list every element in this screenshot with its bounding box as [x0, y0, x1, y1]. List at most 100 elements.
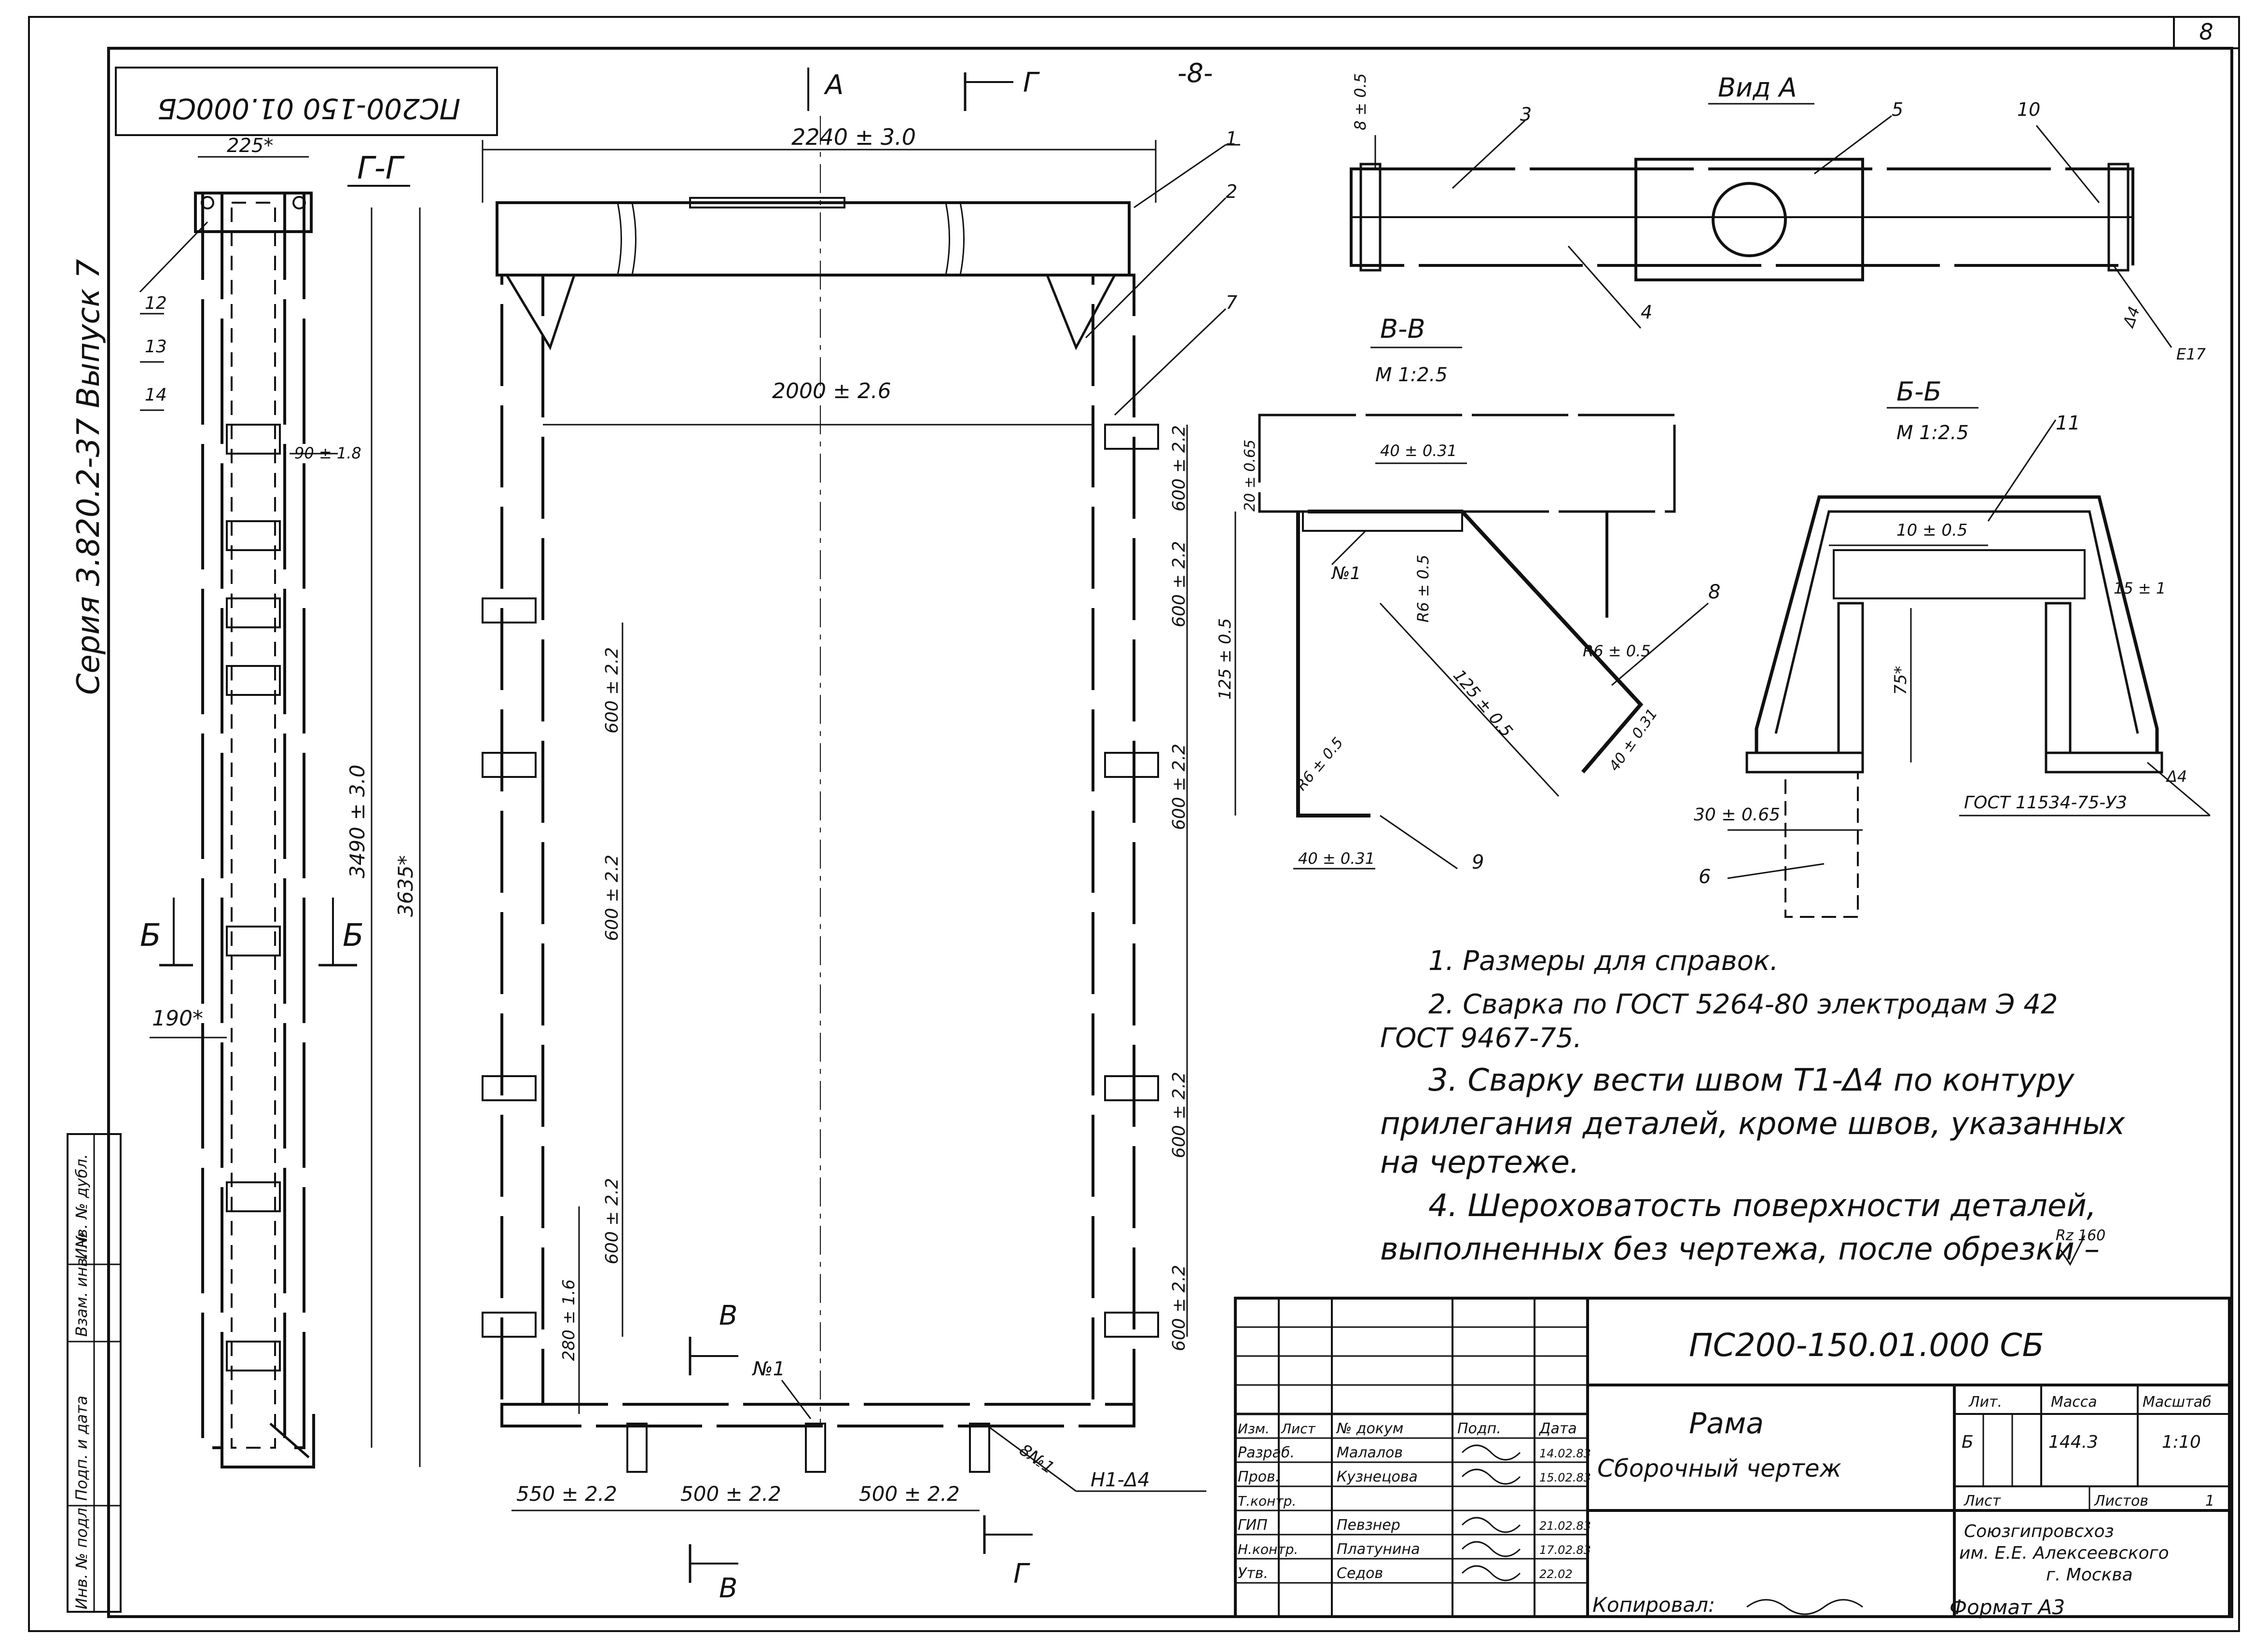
tb-name-gip: Певзнер	[1337, 1517, 1400, 1534]
vv-dim-40-bottom: 40 ± 0.31	[1298, 849, 1375, 868]
note-4b: выполненных без чертежа, после обрезки –	[1380, 1232, 2100, 1267]
callout-2: 2	[1226, 181, 1237, 202]
code-box	[115, 67, 498, 136]
view-marker-g-top: Г	[1023, 67, 1040, 98]
tb-date-gip: 21.02.83	[1539, 1519, 1591, 1533]
tb-col-podp: Подп.	[1457, 1420, 1501, 1437]
tb-col-izm: Изм.	[1238, 1421, 1270, 1437]
left-view-title: Г-Г	[357, 151, 405, 186]
right-dim-4: 600 ± 2.2	[1169, 1072, 1189, 1158]
bottom-dim-3: 500 ± 2.2	[859, 1482, 960, 1506]
tb-col-data: Дата	[1538, 1420, 1577, 1437]
tb-col-list: Лист	[1281, 1421, 1316, 1437]
view-a-callout-4: 4	[1641, 302, 1652, 323]
note-3: 3. Сварку вести швом Т1-Δ4 по контуру	[1428, 1063, 2075, 1098]
tb-role-prov: Пров.	[1238, 1468, 1280, 1485]
tb-role-gip: ГИП	[1238, 1517, 1268, 1534]
tb-sheet-label: Лист	[1964, 1493, 2002, 1510]
stamp-vzam-inv: Взам. инв. №	[72, 1232, 91, 1337]
bb-callout-11: 11	[2056, 412, 2080, 434]
vv-callout-8: 8	[1708, 581, 1720, 603]
dim-225: 225*	[227, 135, 273, 157]
left-view: Г-Г 225* 3490 ± 3.0 3635* 90 ± 1.8 190*	[139, 135, 421, 1468]
left-dim-1: 600 ± 2.2	[602, 647, 622, 734]
stamp-podp-data: Подп. и дата	[72, 1396, 91, 1501]
footer-copied: Копировал:	[1592, 1593, 1715, 1617]
tb-name: Рама	[1689, 1407, 1764, 1440]
note-2: 2. Сварка по ГОСТ 5264-80 электродам Э 4…	[1428, 989, 2058, 1020]
right-dim-5: 600 ± 2.2	[1169, 1265, 1189, 1351]
dim-3490: 3490 ± 3.0	[346, 764, 369, 878]
vv-callout-9: 9	[1472, 851, 1484, 873]
tb-name-utv: Седов	[1337, 1565, 1383, 1582]
dim-3635: 3635*	[394, 855, 417, 917]
footer-format: Формат А3	[1950, 1595, 2065, 1619]
section-vv-title: В-В	[1380, 314, 1425, 344]
view-a-dim-8: 8 ± 0.5	[1351, 73, 1369, 130]
section-bb-title: Б-Б	[1896, 376, 1942, 407]
right-dim-3: 600 ± 2.2	[1169, 744, 1189, 830]
bb-callout-6: 6	[1699, 866, 1711, 888]
tb-subtitle: Сборочный чертеж	[1597, 1454, 1841, 1482]
section-mark-b-left: Б	[140, 918, 161, 954]
tb-role-utv: Утв.	[1238, 1565, 1268, 1582]
dim-2240: 2240 ± 3.0	[791, 124, 916, 150]
vv-dim-125-diag: 125 ± 0.5	[1449, 666, 1516, 741]
section-vv: В-В М 1:2.5 40 ± 0.31 20 ± 0.65 125 ± 0.…	[1216, 314, 1720, 873]
callout-13: 13	[145, 337, 167, 357]
note-4: 4. Шероховатость поверхности деталей,	[1428, 1188, 2096, 1224]
tb-date-nkontr: 17.02.83	[1539, 1543, 1591, 1557]
view-marker-v-bottom: В	[719, 1573, 737, 1604]
tb-org-2: им. Е.Е. Алексеевского	[1959, 1543, 2169, 1563]
bb-dim-15: 15 ± 1	[2114, 579, 2166, 597]
frame-view: А Г 2240 ± 3.0	[482, 67, 1240, 1604]
bb-weld: Δ4	[2165, 767, 2187, 786]
view-a-callout-10: 10	[2017, 99, 2040, 120]
bottom-dim-2: 500 ± 2.2	[680, 1482, 781, 1506]
view-a-callout-5: 5	[1892, 99, 1903, 120]
tb-col-dokum: № докум	[1336, 1420, 1403, 1437]
vv-dim-r6-b: R6 ± 0.5	[1583, 642, 1651, 660]
view-marker-g-bottom: Г	[1013, 1558, 1030, 1590]
vv-dim-r6-a: R6 ± 0.5	[1414, 554, 1432, 623]
note-2b: ГОСТ 9467-75.	[1380, 1023, 1582, 1054]
vv-dim-125-left: 125 ± 0.5	[1216, 618, 1235, 700]
tb-mass-value: 144.3	[2048, 1432, 2098, 1452]
view-a-callout-3: 3	[1520, 104, 1532, 125]
vv-dim-40-diag: 40 ± 0.31	[1606, 706, 1661, 774]
view-marker-v-top: В	[719, 1300, 737, 1331]
note-1: 1. Размеры для справок.	[1428, 945, 1779, 977]
tb-name-nkontr: Платунина	[1337, 1541, 1420, 1558]
section-bb: Б-Б М 1:2.5 10 ± 0.5 75* 15 ± 1 30 ± 0.6…	[1694, 376, 2211, 918]
bb-dim-75: 75*	[1891, 666, 1910, 695]
section-vv-scale: М 1:2.5	[1375, 364, 1448, 386]
series-label: Серия 3.820.2-37 Выпуск 7	[71, 259, 107, 695]
view-a-weld-label: Е17	[2176, 345, 2206, 363]
callout-n1: №1	[752, 1358, 785, 1380]
view-marker-a: А	[824, 69, 844, 101]
left-dim-4: 280 ± 1.6	[559, 1279, 579, 1361]
view-a: Вид А 8 ± 0.5 3 4 5 10 Δ4 Е17	[1350, 72, 2206, 363]
drawing-frame	[107, 47, 2233, 1618]
vv-dim-20: 20 ± 0.65	[1242, 440, 1258, 512]
callout-7: 7	[1226, 292, 1237, 313]
left-dim-2: 600 ± 2.2	[602, 855, 622, 941]
dim-90: 90 ± 1.8	[294, 444, 361, 462]
right-dim-2: 600 ± 2.2	[1169, 541, 1189, 627]
stamp-inv-podl: Инв. № подл.	[72, 1503, 91, 1609]
title-block: Изм. Лист № докум Подп. Дата Разраб. Мал…	[1234, 1297, 2231, 1618]
dim-190: 190*	[152, 1006, 203, 1031]
tb-date-prov: 15.02.83	[1539, 1471, 1591, 1484]
tb-lit-value: Б	[1962, 1432, 1974, 1452]
top-number: -8-	[1177, 58, 1213, 88]
sheet-border	[28, 16, 2240, 1632]
callout-12: 12	[145, 293, 167, 313]
dim-2000: 2000 ± 2.6	[772, 379, 891, 403]
vv-callout-n1: №1	[1331, 564, 1361, 583]
bb-dim-10: 10 ± 0.5	[1896, 521, 1967, 540]
vv-dim-r6-c: R6 ± 0.5	[1293, 734, 1347, 794]
note-3c: на чертеже.	[1380, 1145, 1579, 1180]
section-mark-b-right: Б	[343, 918, 364, 954]
tb-org-3: г. Москва	[2046, 1565, 2133, 1585]
tb-role-nkontr: Н.контр.	[1238, 1541, 1298, 1557]
